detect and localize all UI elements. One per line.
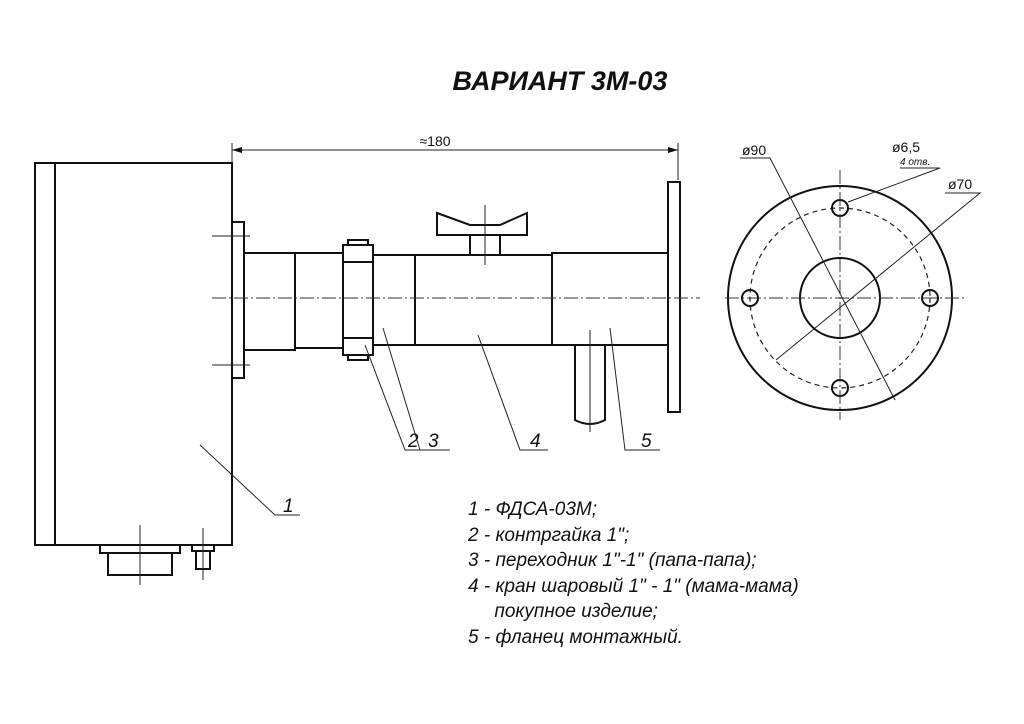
outer-diameter-label: ø90 bbox=[742, 142, 766, 158]
legend-item: 4 - кран шаровый 1" - 1" (мама-мама) bbox=[468, 575, 799, 597]
hole-diameter-label: ø6,5 bbox=[892, 139, 920, 155]
callout-leaders: 1 2 3 4 5 bbox=[199, 327, 660, 517]
legend-item: 1 - ФДСА-03М; bbox=[468, 499, 597, 520]
length-dimension: ≈180 bbox=[231, 133, 679, 220]
callout-2: 2 bbox=[407, 431, 419, 452]
legend-item: 5 - фланец монтажный. bbox=[468, 626, 683, 648]
sensor-body bbox=[34, 162, 250, 585]
legend-item: 2 - контргайка 1"; bbox=[468, 524, 630, 546]
legend-item: покупное изделие; bbox=[468, 601, 658, 622]
parts-legend: 1 - ФДСА-03М; 2 - контргайка 1"; 3 - пер… bbox=[468, 497, 799, 650]
pipe-assembly bbox=[212, 181, 700, 432]
callout-3: 3 bbox=[428, 431, 439, 452]
callout-1: 1 bbox=[283, 496, 294, 517]
callout-5: 5 bbox=[641, 431, 652, 452]
hole-count-label: 4 отв. bbox=[900, 157, 930, 168]
callout-4: 4 bbox=[530, 431, 541, 452]
bolt-circle-label: ø70 bbox=[948, 176, 972, 192]
drawing-title: ВАРИАНТ 3М-03 bbox=[453, 66, 668, 96]
legend-item: 3 - переходник 1"-1" (папа-папа); bbox=[468, 550, 757, 571]
length-label: ≈180 bbox=[419, 133, 450, 149]
flange-view: ø90 ø6,5 4 отв. ø70 bbox=[725, 139, 982, 420]
